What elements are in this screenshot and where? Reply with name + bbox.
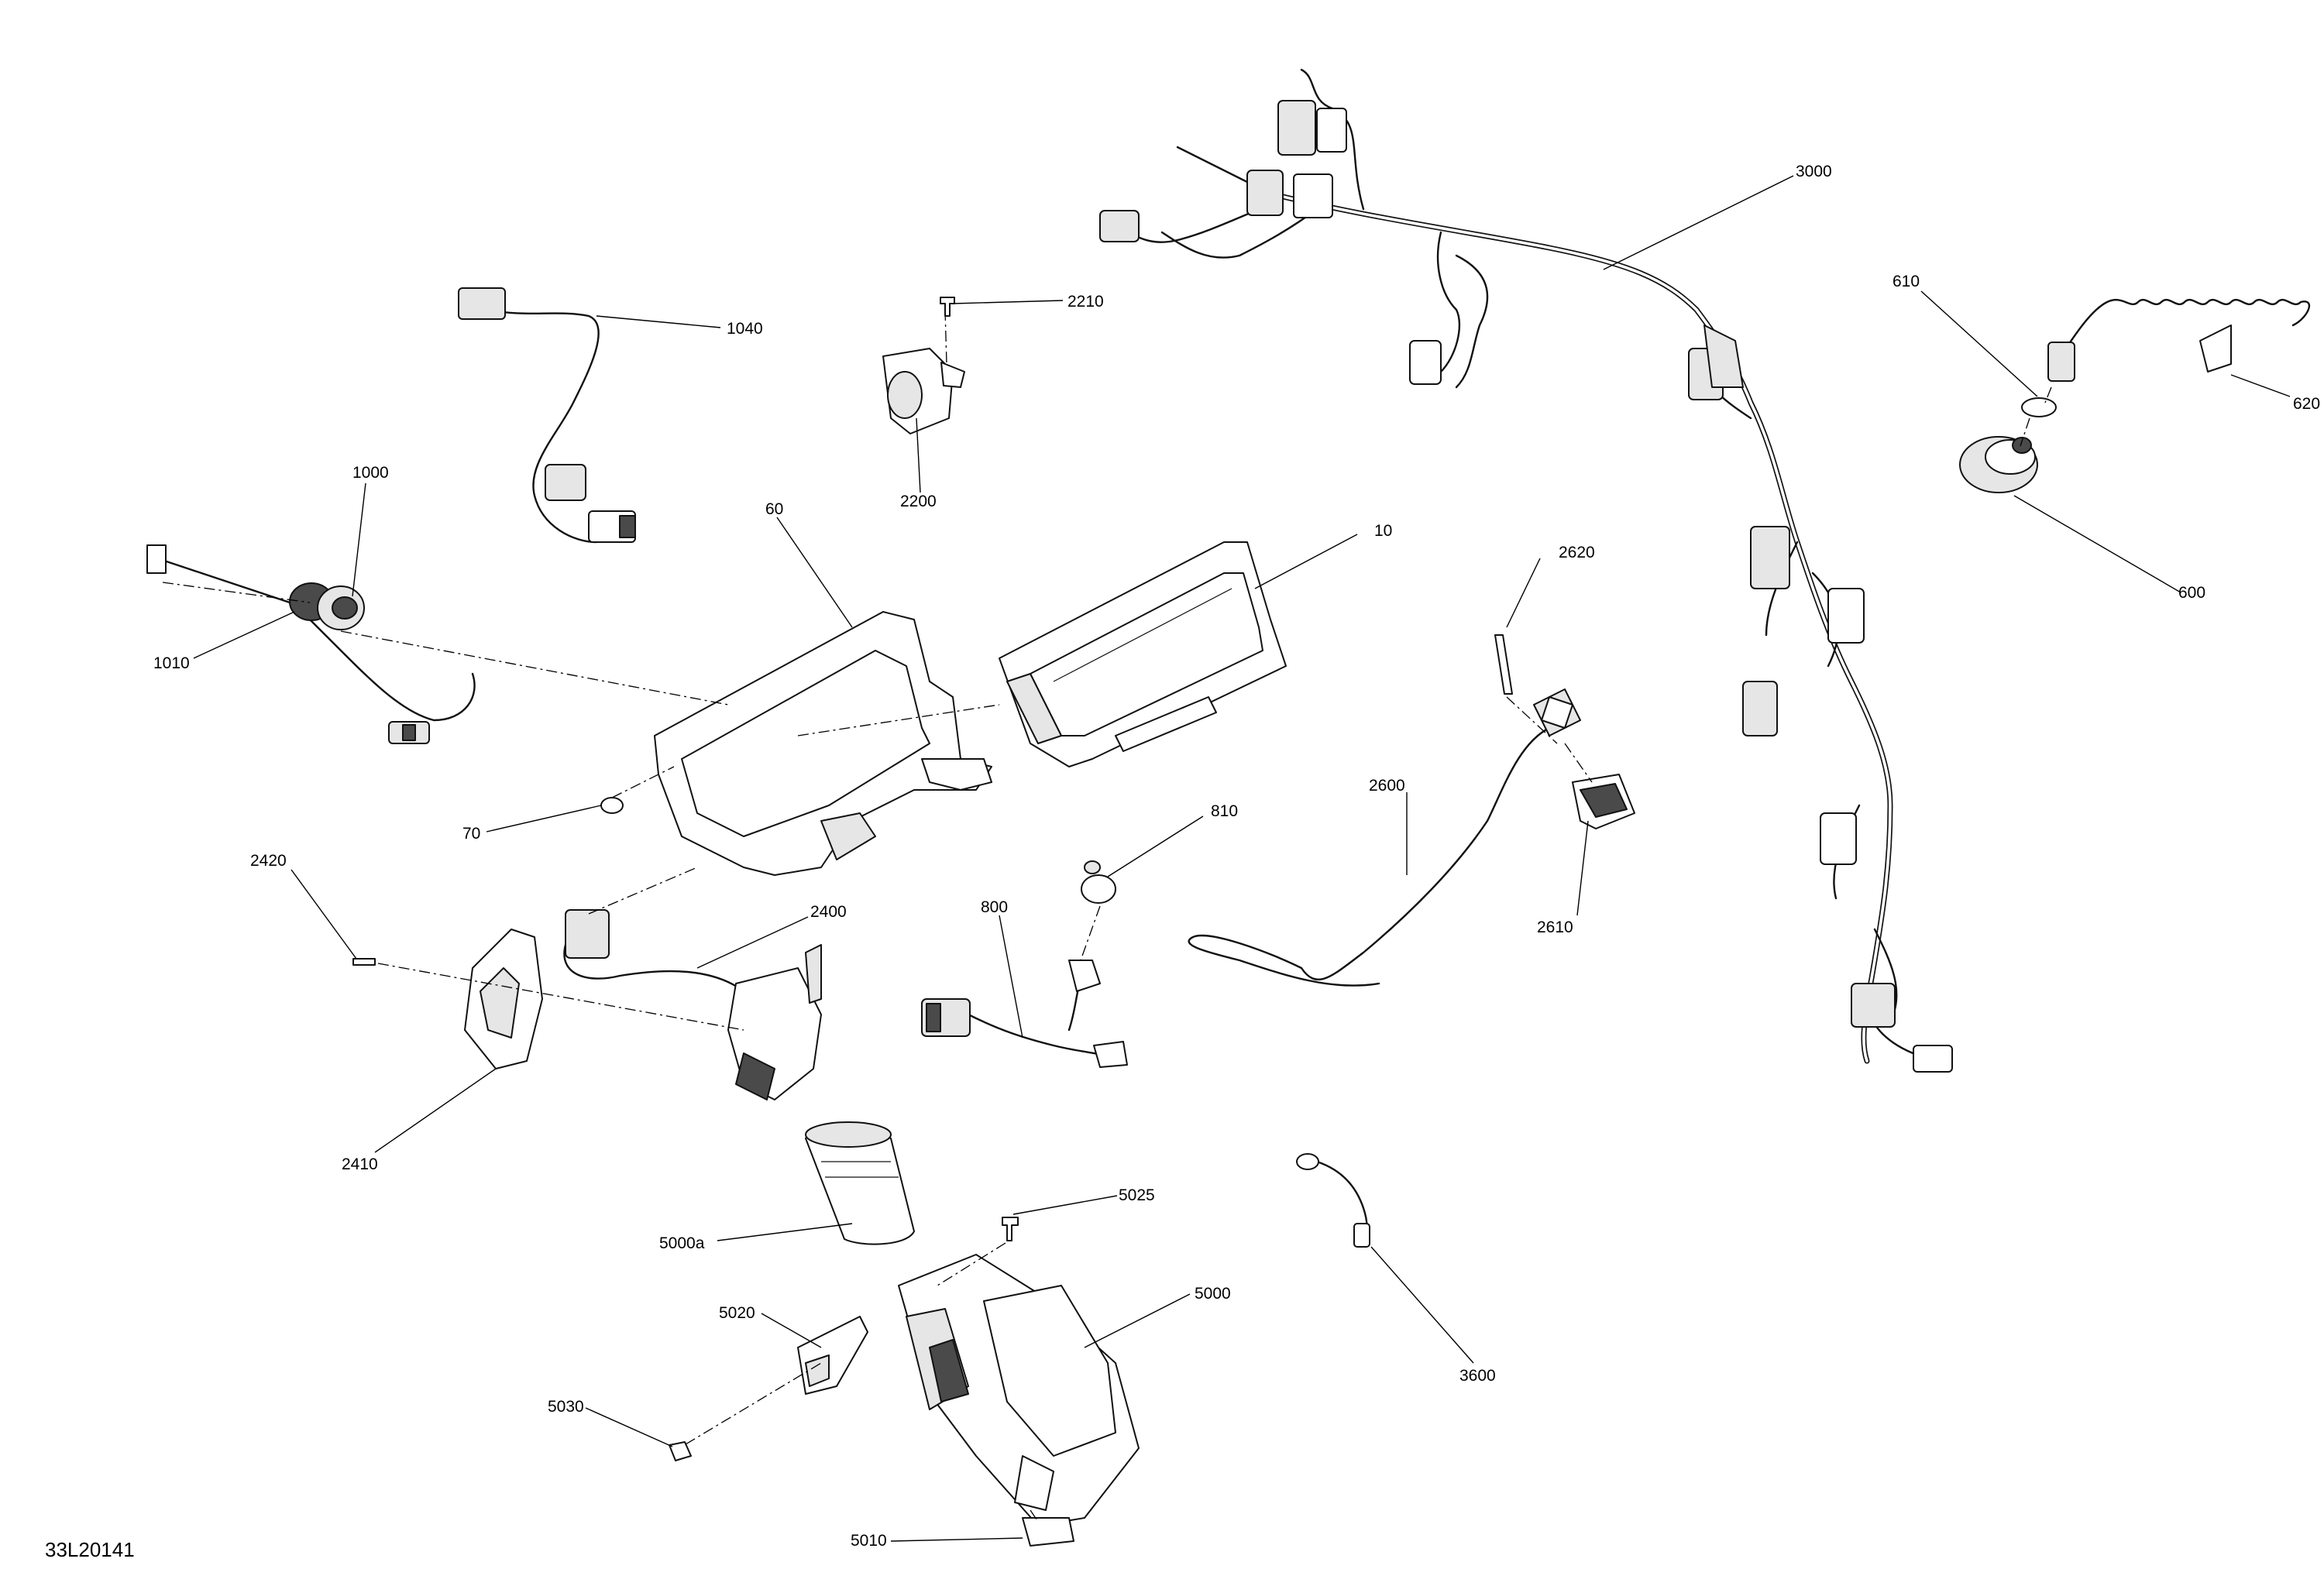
sensor-2200 xyxy=(882,297,965,434)
bezel-60 xyxy=(654,611,992,876)
filter-5000a xyxy=(805,1121,915,1245)
bracket-2410 xyxy=(464,929,543,1069)
nut-5030 xyxy=(669,1441,692,1461)
callout-5030: 5030 xyxy=(548,1398,584,1416)
callout-800: 800 xyxy=(981,898,1008,916)
callout-70: 70 xyxy=(462,825,480,843)
callout-5025: 5025 xyxy=(1119,1186,1155,1204)
screw-5025 xyxy=(1002,1217,1019,1241)
figure-id: 33L20141 xyxy=(45,1538,135,1561)
antenna-2600 xyxy=(1188,688,1581,987)
callout-5010: 5010 xyxy=(851,1532,887,1550)
callout-5000: 5000 xyxy=(1195,1285,1231,1303)
module-2610 xyxy=(1572,774,1635,829)
assembly-lines xyxy=(162,386,2052,1523)
main-wiring-harness xyxy=(1099,68,1953,1073)
callout-2200: 2200 xyxy=(900,493,937,510)
leader-lines xyxy=(193,175,2291,1542)
callout-1000: 1000 xyxy=(352,464,389,482)
callout-620: 620 xyxy=(2293,395,2320,413)
callout-1010: 1010 xyxy=(153,654,190,672)
callout-1040: 1040 xyxy=(727,320,763,338)
callout-3600: 3600 xyxy=(1459,1367,1496,1385)
callout-610: 610 xyxy=(1893,273,1920,290)
callout-10: 10 xyxy=(1374,522,1392,540)
clip-5010 xyxy=(1022,1517,1074,1547)
harness-1040 xyxy=(458,287,636,544)
bracket-5020 xyxy=(797,1316,868,1395)
callout-2420: 2420 xyxy=(250,852,287,870)
grommet-810 xyxy=(1081,860,1116,904)
callout-2400: 2400 xyxy=(810,903,847,921)
callout-5000a: 5000a xyxy=(659,1234,705,1252)
callout-60: 60 xyxy=(765,500,783,518)
callout-labels: 3000 1040 2210 2200 610 620 600 1000 101… xyxy=(153,163,2320,1550)
sensor-harness-800 xyxy=(921,960,1128,1068)
tether-620 xyxy=(2047,298,2310,382)
screw-2620 xyxy=(1494,634,1513,695)
callout-2410: 2410 xyxy=(342,1155,378,1173)
module-5000 xyxy=(898,1254,1140,1526)
callout-2210: 2210 xyxy=(1067,293,1104,311)
callout-810: 810 xyxy=(1211,802,1238,820)
grommet-70 xyxy=(600,797,624,814)
screw-2420 xyxy=(352,958,376,966)
callout-5020: 5020 xyxy=(719,1304,755,1322)
callout-3000: 3000 xyxy=(1796,163,1832,180)
callout-2620: 2620 xyxy=(1559,544,1595,561)
switch-2400 xyxy=(563,909,822,1100)
instrument-cluster-10 xyxy=(999,541,1287,767)
callout-2600: 2600 xyxy=(1369,777,1405,795)
socket-1000 xyxy=(146,544,476,744)
ground-cable-3600 xyxy=(1296,1153,1370,1248)
washer-610 xyxy=(2021,397,2057,417)
callout-600: 600 xyxy=(2178,584,2205,602)
callout-2610: 2610 xyxy=(1537,918,1573,936)
switch-600 xyxy=(1959,436,2038,493)
